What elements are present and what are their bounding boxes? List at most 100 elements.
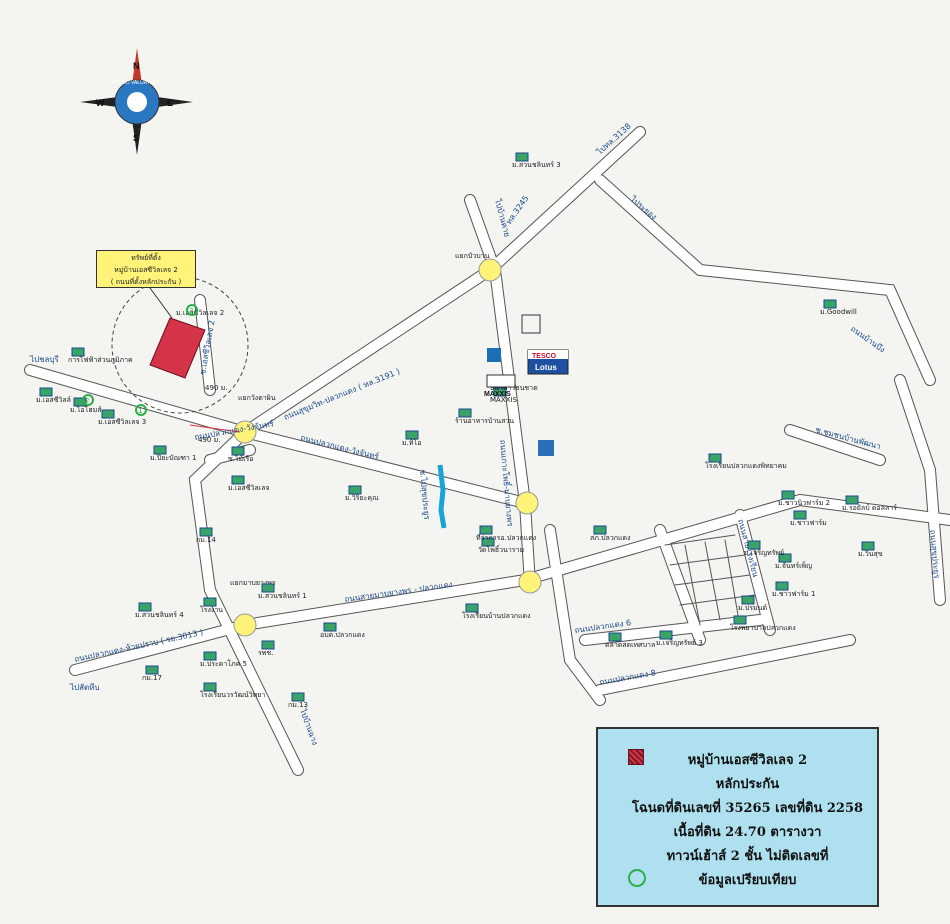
place-marker: โรงเรียนวรวัฒน์วิทยา (200, 682, 265, 699)
junction-label-wangtaphin: แยกวังตาผิน (238, 394, 276, 402)
canal (437, 464, 447, 529)
house-icon (203, 651, 217, 661)
house-icon (775, 581, 789, 591)
place-marker: สภ.ปลวกแดง (590, 525, 631, 542)
restaurant-icon (458, 408, 472, 418)
place-label: การไฟฟ้าส่วนภูมิภาค (68, 355, 133, 364)
compass-rose: N S W E WORLD VALUATION (80, 48, 193, 155)
kmpost-icon (199, 527, 213, 537)
place-marker: ม.เจริญทรัพย์ 3 (656, 630, 703, 647)
place-marker: โรงเรียนบ้านปลวกแดง (462, 603, 531, 620)
place-marker: ม.เอสซีวิลเลจ (228, 475, 269, 492)
place-marker: ม.สวนชลินทร์ 1 (258, 583, 307, 600)
road-label-sattahip: ไปสัตหีบ (69, 683, 100, 692)
comparable-circle-icon (628, 869, 646, 887)
junction-label-mabyangphon: แยกมาบยางพร (230, 579, 276, 587)
junction-label-buaban: แยกบัวบาน (455, 252, 490, 260)
svg-text:E: E (167, 98, 173, 108)
svg-text:TESCO: TESCO (532, 353, 557, 360)
place-label: ม.เจริญทรัพย์ 3 (656, 639, 703, 647)
place-marker: ม.ปิยะบัณฑา 1 (150, 445, 197, 462)
place-marker: กม.14 (196, 527, 217, 544)
place-label: ม.ไอโฮมส์ (70, 405, 102, 414)
tesco-lotus-badge: TESCO Lotus (527, 349, 569, 375)
place-label: ม.เอสซีวิลล์ (36, 396, 71, 404)
place-label: โรงเรียนวรวัฒน์วิทยา (200, 690, 265, 699)
subject-label: ม.เอสซีวิลเลจ 2 (176, 309, 224, 317)
road-network (24, 126, 950, 776)
place-marker: ม.ประดาโภค 5 (200, 651, 247, 668)
maxxis-badge: MAXXIS (484, 374, 516, 398)
place-marker: ม.ชาวฟาร์ม (790, 510, 827, 527)
place-marker: ม.ปรมนต์ (738, 595, 767, 612)
place-label: ม.เอสซีวิลเลจ 3 (98, 418, 146, 426)
place-label: ม.ปิยะบัณฑา 1 (150, 454, 197, 462)
place-label: ม.ทิโอ (402, 438, 421, 447)
house-icon (845, 495, 859, 505)
place-label: วัดโพธิ์วนาราม (478, 544, 524, 554)
place-label: ม.ชาวฟาร์ม (790, 519, 827, 527)
place-marker: กม.17 (142, 665, 162, 682)
house-icon (515, 152, 529, 162)
hospital-icon (733, 615, 747, 625)
place-label: รพช. (258, 649, 273, 657)
comparable-markers: 2 1 3 (82, 304, 198, 416)
legend-collateral: หลักประกัน (715, 777, 780, 792)
market-icon (608, 632, 622, 642)
police-icon (593, 525, 607, 535)
legend-deed: โฉนดที่ดินเลขที่ 35265 เลขที่ดิน 2258 (631, 801, 864, 816)
place-marker: ม.ไอโฮมส์ (70, 397, 102, 414)
junctions (233, 258, 542, 637)
place-label: ที่ว่าการอ.ปลวกแดง (476, 533, 536, 542)
svg-text:W: W (96, 98, 105, 108)
house-icon (823, 299, 837, 309)
svg-text:490 ม.: 490 ม. (205, 384, 227, 392)
road-label-chonburi: ไปชลบุรี (29, 355, 60, 364)
place-marker: ม.รอยัลบ์ ดอลลาร์ (842, 495, 897, 512)
place-label: ธนาคารธนชาต (490, 384, 538, 392)
place-marker: การไฟฟ้าส่วนภูมิภาค (68, 347, 133, 364)
house-icon (778, 553, 792, 563)
place-marker: ม.เจริญทรัพย์ (744, 540, 784, 557)
hospital-icon (261, 640, 275, 650)
house-icon (39, 387, 53, 397)
house-icon (138, 602, 152, 612)
svg-text:490 ม.: 490 ม. (198, 436, 220, 444)
compass-brand-label: WORLD VALUATION (111, 80, 159, 86)
place-label: สภ.ปลวกแดง (590, 534, 631, 542)
place-marker: โรงเรียนปลวกแดงพิทยาคม (705, 453, 787, 470)
place-marker: อบต.ปลวกแดง (320, 622, 365, 639)
bank-icon (487, 348, 501, 362)
place-label: ม.เจริญทรัพย์ (744, 549, 784, 557)
place-label: ม.เอสซีวิลเลจ (228, 484, 269, 492)
place-label: ม.วินสุข (858, 550, 883, 558)
place-label: ซ.ไม้เรือ (228, 454, 253, 463)
place-marker: ร้านอาหารบ้านสวน (455, 408, 514, 425)
svg-text:1: 1 (138, 407, 142, 415)
distance-marker: 490 ม. 490 ม. (189, 384, 241, 444)
callout-pointer (149, 287, 173, 319)
place-label: ม.จันทร์เพ็ญ (775, 561, 812, 570)
place-marker: ม.จันทร์เพ็ญ (775, 553, 812, 570)
place-label: ม.ชาวนิวฟาร์ม 2 (778, 499, 830, 507)
place-label: ตลาดสดเทศบาล (605, 641, 655, 649)
place-label: โรงงาน (200, 605, 223, 614)
house-icon (101, 409, 115, 419)
subject-callout: ทรัพย์ที่ตั้ง หมู่บ้านเอสซีวิลเลจ 2 ( ถน… (96, 250, 196, 288)
place-marker: ม.เอสซีวิลล์ (36, 387, 71, 404)
place-marker: ม.ชาวนิวฟาร์ม 2 (778, 490, 830, 507)
place-marker: รพช. (258, 640, 275, 657)
house-icon (231, 446, 245, 456)
house-icon (861, 541, 875, 551)
house-icon (741, 595, 755, 605)
place-label: อบต.ปลวกแดง (320, 631, 365, 639)
subject-callout-line1: ทรัพย์ที่ตั้ง (131, 254, 161, 262)
place-label: กม.14 (196, 536, 217, 544)
place-label: ม.สวนชลินทร์ 1 (258, 592, 307, 600)
place-marker: วัดโพธิ์วนาราม (478, 537, 524, 554)
gov-icon (479, 525, 493, 535)
house-icon (793, 510, 807, 520)
subject-callout-line2: หมู่บ้านเอสซีวิลเลจ 2 (114, 266, 178, 274)
house-icon (405, 430, 419, 440)
